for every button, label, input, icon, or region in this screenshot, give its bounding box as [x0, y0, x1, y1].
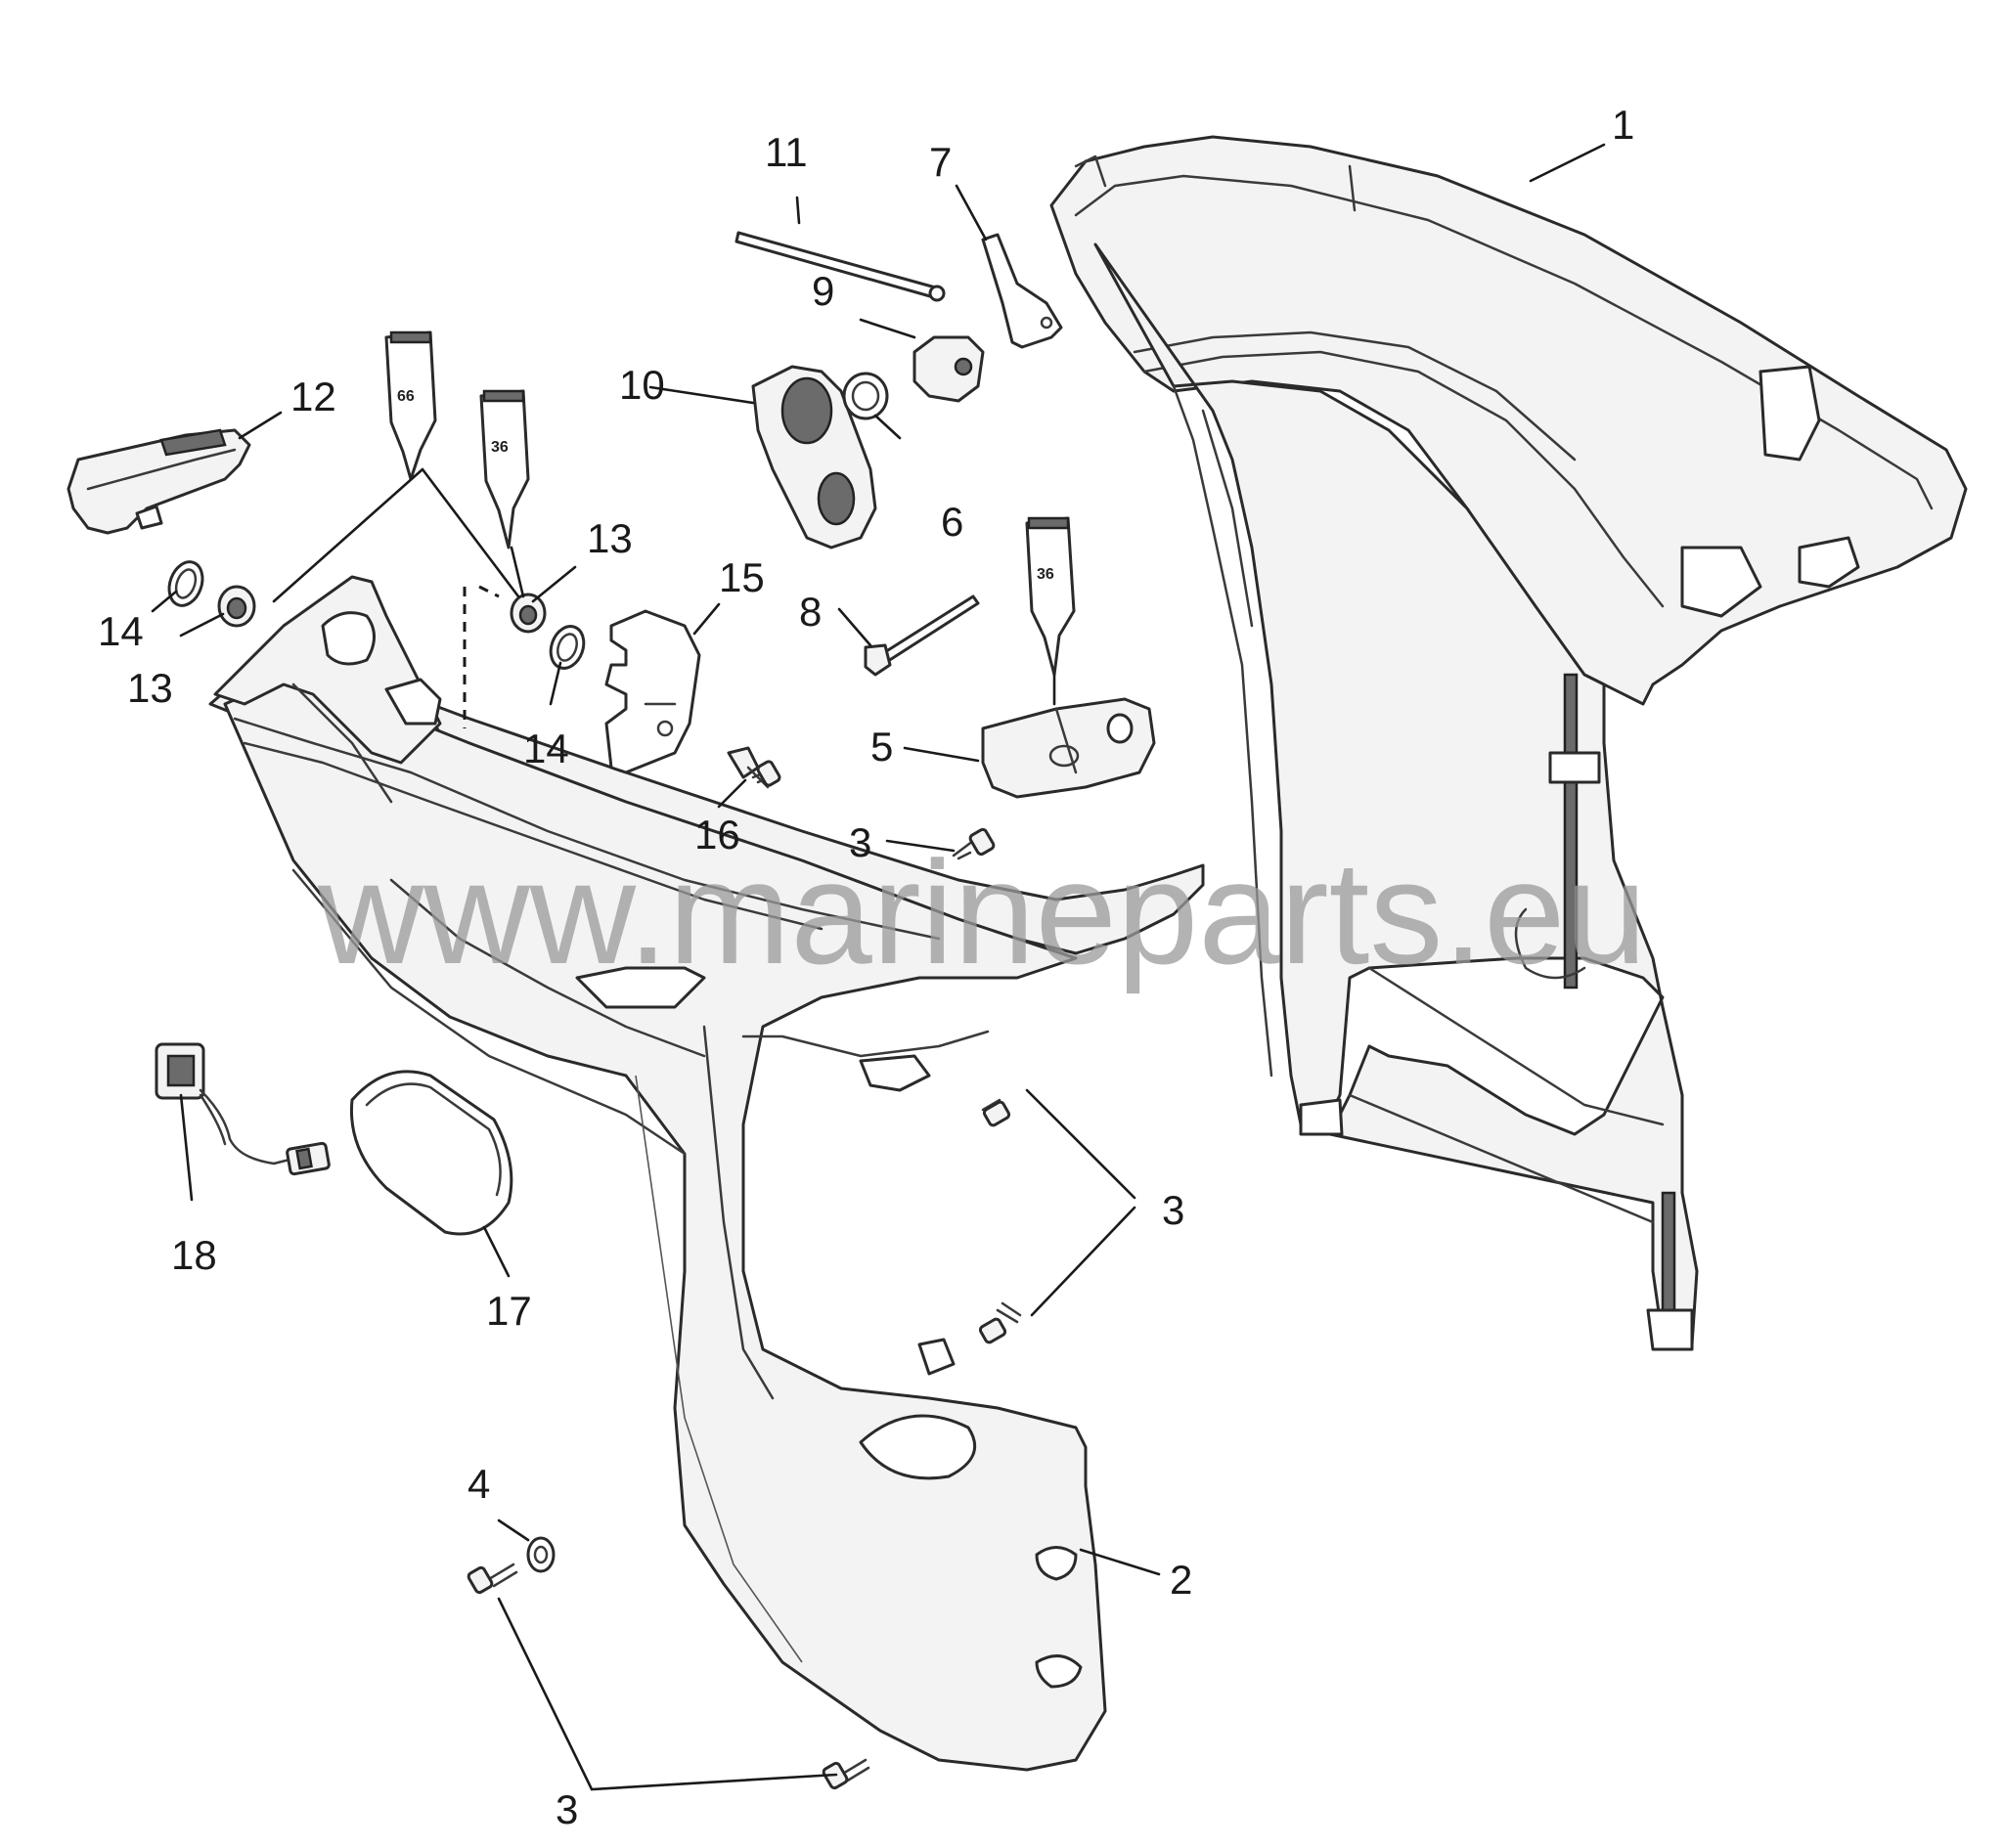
part-7-clip — [981, 233, 1063, 349]
part-11-cable-tie — [734, 231, 946, 302]
part-13-grommet-left — [217, 585, 256, 628]
part-9-knob — [912, 335, 985, 403]
part-5-latch-cover — [981, 697, 1156, 799]
part-6-ring — [842, 372, 889, 420]
tube-label-left: 66 — [397, 388, 415, 405]
part-16-screw — [727, 746, 781, 789]
callout-16: 16 — [694, 812, 740, 858]
callout-7: 7 — [929, 139, 952, 185]
part-3-screw-mid-lower — [978, 1301, 1022, 1344]
part-13-grommet-center — [510, 593, 547, 634]
sealant-tube-left: 66 — [384, 330, 437, 481]
part-4-washer — [526, 1536, 556, 1573]
callout-5: 5 — [870, 724, 893, 770]
callout-15: 15 — [719, 554, 765, 600]
callout-4: 4 — [467, 1461, 490, 1507]
part-10-bracket — [751, 365, 877, 550]
callout-8: 8 — [799, 589, 822, 635]
callout-13-a: 13 — [587, 515, 633, 561]
part-12-handle — [67, 428, 251, 535]
part-3-screw-top — [952, 827, 996, 860]
part-14-washer-left — [167, 560, 204, 607]
callout-12: 12 — [290, 374, 336, 419]
callout-18: 18 — [171, 1232, 217, 1278]
callout-14-b: 14 — [523, 726, 569, 771]
part-15-plate — [604, 609, 701, 774]
part-18-switch-harness — [155, 1042, 331, 1176]
tube-label-center: 36 — [491, 439, 509, 456]
callout-9: 9 — [812, 268, 834, 314]
part-1-upper-cowl — [1049, 135, 1968, 1351]
tube-label-right: 36 — [1037, 566, 1054, 583]
callout-3-b: 3 — [1162, 1187, 1184, 1233]
part-17-oval-cover — [349, 1070, 513, 1236]
part-2-front-hood — [213, 575, 500, 804]
part-3-screw-mid-upper — [981, 1098, 1011, 1127]
watermark-text: www.marineparts.eu — [317, 830, 1647, 994]
callout-14-a: 14 — [98, 608, 144, 654]
callout-17: 17 — [486, 1288, 532, 1334]
sealant-tube-center: 36 — [479, 389, 530, 550]
sealant-tube-right: 36 — [1025, 516, 1076, 677]
leader-lines — [151, 143, 1606, 1791]
callout-2: 2 — [1170, 1557, 1192, 1603]
callout-11: 11 — [765, 129, 808, 175]
part-3-screw-bottom-left — [467, 1562, 518, 1595]
callout-1: 1 — [1612, 102, 1634, 148]
part-8-bolt — [864, 594, 980, 677]
callout-3-a: 3 — [849, 819, 871, 865]
callout-numbers: 1 2 3 3 3 3 4 5 6 7 8 9 10 11 12 13 13 1… — [98, 102, 1634, 1832]
part-3-screw-bottom-right — [822, 1758, 870, 1790]
callout-13-b: 13 — [127, 665, 173, 711]
callout-3-c: 3 — [556, 1786, 578, 1832]
callout-10: 10 — [619, 362, 665, 408]
part-14-washer-center — [549, 625, 586, 670]
callout-6: 6 — [941, 499, 963, 545]
